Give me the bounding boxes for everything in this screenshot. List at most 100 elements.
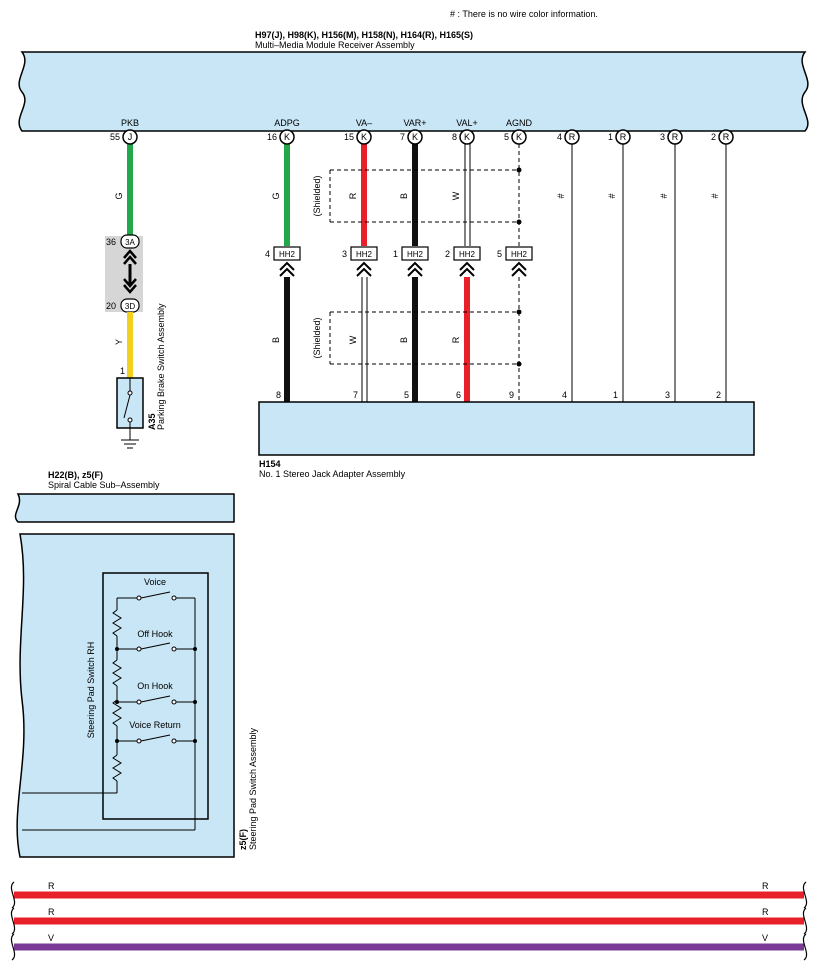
hh2-label: HH2: [279, 250, 296, 259]
jack-code: H154: [259, 459, 281, 469]
terminal-conn-r4: R: [569, 132, 576, 142]
terminal-label-adpg: ADPG: [274, 118, 300, 128]
wire-label-left: R: [48, 907, 55, 917]
wire-label-left: V: [48, 933, 54, 943]
hh2-label: HH2: [511, 250, 528, 259]
terminal-pin-pkb: 55: [110, 132, 120, 142]
hh2-pin: 1: [393, 249, 398, 259]
terminal-conn-r1: R: [620, 132, 627, 142]
bottom-wire-red-2: R R: [10, 907, 808, 935]
spiral-cable: H22(B), z5(F) Spiral Cable Sub–Assembly: [14, 470, 235, 523]
switch-label: Voice Return: [129, 720, 181, 730]
wire-color-note: # : There is no wire color information.: [450, 9, 598, 19]
hh2-pin: 4: [265, 249, 270, 259]
wire-color-r1: #: [607, 193, 617, 198]
terminal-conn-adpg: K: [284, 132, 290, 142]
switch-voice: Voice: [117, 577, 195, 601]
switch-on-hook: On Hook: [115, 681, 197, 705]
wire-color-val: W: [451, 191, 461, 200]
jack-name: No. 1 Stereo Jack Adapter Assembly: [259, 469, 406, 479]
upper-shield: (Shielded): [312, 167, 522, 225]
terminal-label-agnd: AGND: [506, 118, 533, 128]
terminal-pin-var-plus: 7: [400, 132, 405, 142]
wire-label-right: R: [762, 881, 769, 891]
terminal-pin-r2: 2: [711, 132, 716, 142]
terminal-agnd: K 5: [504, 129, 527, 145]
junction-bottom-conn: 3D: [125, 302, 135, 311]
wire-color-r4: #: [556, 193, 566, 198]
terminal-pin-val-plus: 8: [452, 132, 457, 142]
terminal-connectors: J 55 K 16 K 15 K 7 K 8 K 5: [110, 129, 734, 145]
terminal-pin-r3: 3: [660, 132, 665, 142]
terminal-conn-agnd: K: [516, 132, 522, 142]
switch-label: Off Hook: [137, 629, 173, 639]
terminal-r4: R 4: [557, 129, 580, 145]
switch-voice-return: Voice Return: [115, 720, 197, 744]
jack-pin: 7: [353, 390, 358, 400]
hh2-pin: 5: [497, 249, 502, 259]
jack-pin: 2: [716, 390, 721, 400]
terminal-label-val-plus: VAL+: [456, 118, 478, 128]
wire-color-pkb-lower: Y: [114, 339, 124, 345]
wire-color-va-lower: W: [348, 335, 358, 344]
lower-shield: (Shielded): [312, 309, 522, 367]
terminal-var-plus: K 7: [400, 129, 423, 145]
spiral-codes: H22(B), z5(F): [48, 470, 103, 480]
jack-pin: 9: [509, 390, 514, 400]
terminal-conn-va-minus: K: [361, 132, 367, 142]
jack-adapter: 8 7 5 6 9 4 1 3 2 H154 No. 1 Stereo Jack…: [258, 390, 755, 479]
wire-color-r3: #: [659, 193, 669, 198]
hh2-connector-adpg: HH2 4: [265, 246, 301, 277]
terminal-adpg: K 16: [267, 129, 295, 145]
jack-pin: 3: [665, 390, 670, 400]
terminal-pin-r1: 1: [608, 132, 613, 142]
wire-color-adpg: G: [271, 192, 281, 199]
wire-color-adpg-lower: B: [271, 337, 281, 343]
terminal-va-minus: K 15: [344, 129, 372, 145]
hh2-connector-agnd: HH2 5: [497, 246, 533, 277]
wire-color-val-lower: R: [451, 336, 461, 343]
hh2-connector-va: HH2 3: [342, 246, 378, 277]
terminal-conn-pkb: J: [128, 132, 133, 142]
terminal-conn-var-plus: K: [412, 132, 418, 142]
terminal-r3: R 3: [660, 129, 683, 145]
jack-pin: 1: [613, 390, 618, 400]
switch-label: On Hook: [137, 681, 173, 691]
hh2-connector-val: HH2 2: [445, 246, 481, 277]
switch-off-hook: Off Hook: [115, 629, 197, 652]
terminal-label-var-plus: VAR+: [403, 118, 426, 128]
terminal-pin-r4: 4: [557, 132, 562, 142]
terminal-pin-adpg: 16: [267, 132, 277, 142]
parking-name: Parking Brake Switch Assembly: [156, 303, 166, 430]
jack-pin: 4: [562, 390, 567, 400]
spiral-name: Spiral Cable Sub–Assembly: [48, 480, 160, 490]
jack-pin: 5: [404, 390, 409, 400]
wire-color-va: R: [348, 192, 358, 199]
terminal-r1: R 1: [608, 129, 631, 145]
lower-wire-color-labels: B W B R: [271, 335, 461, 344]
terminal-label-va-minus: VA–: [356, 118, 372, 128]
lower-wires: [284, 277, 520, 402]
junction-bottom-pin: 20: [106, 301, 116, 311]
steering-rh-label: Steering Pad Switch RH: [86, 642, 96, 739]
hh2-pin: 3: [342, 249, 347, 259]
receiver-name: Multi–Media Module Receiver Assembly: [255, 40, 415, 50]
terminal-labels: PKB ADPG VA– VAR+ VAL+ AGND: [121, 118, 533, 128]
junction-top-pin: 36: [106, 237, 116, 247]
junction-block: 3A 36 3D 20: [105, 234, 143, 313]
parking-pin: 1: [120, 366, 125, 376]
terminal-conn-val-plus: K: [464, 132, 470, 142]
wire-label-left: R: [48, 881, 55, 891]
terminal-val-plus: K 8: [452, 129, 475, 145]
jack-pin: 8: [276, 390, 281, 400]
bottom-wire-violet: V V: [10, 933, 808, 961]
wire-color-r2: #: [710, 193, 720, 198]
parking-brake-switch: 1 A35 Parking Brake Switch Assembly: [116, 303, 166, 449]
switch-label: Voice: [144, 577, 166, 587]
wire-label-right: V: [762, 933, 768, 943]
steering-name: Steering Pad Switch Assembly: [248, 727, 258, 850]
receiver-codes: H97(J), H98(K), H156(M), H158(N), H164(R…: [255, 30, 473, 40]
parking-code: A35: [147, 413, 157, 430]
hh2-label: HH2: [356, 250, 373, 259]
